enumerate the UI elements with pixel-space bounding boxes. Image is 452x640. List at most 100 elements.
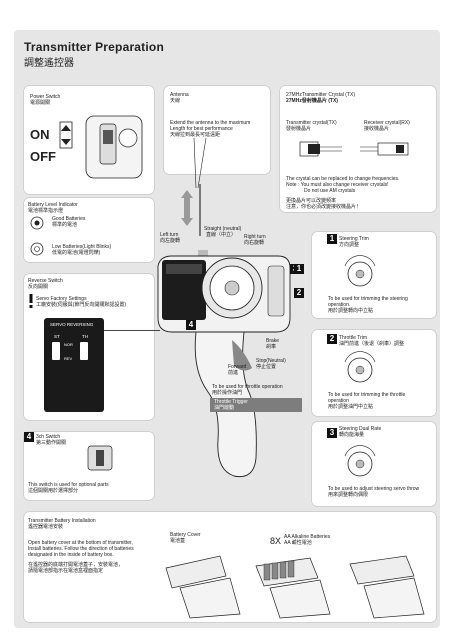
straight-label: Straight (neutral) [204, 226, 242, 232]
antenna-desc-2: Length for best performance [170, 126, 233, 132]
steering-trim-number: 1 [327, 234, 337, 244]
good-battery-icon [30, 216, 44, 230]
throttle-trim-desc-1: To be used for trimming the throttle [328, 392, 406, 398]
crystal-head-1: 27MHzTransmitter Crystal (TX) [286, 92, 355, 98]
neutral-label-zh: 停止位置 [256, 364, 277, 370]
low-battery-icon [30, 242, 44, 256]
low-battery-label: Low Batteries(Light Blinks) [52, 244, 112, 250]
steering-trim-desc-1: To be used for trimming the steering [328, 296, 408, 302]
servo-reversing-label: SERVO REVERSING [50, 322, 94, 327]
steering-trim-desc-zh: 用於調整轉向中立點 [328, 308, 374, 314]
ch3-title-zh: 第三動作開關 [36, 440, 67, 446]
servo-factory-label: Servo Factory Settings [36, 296, 87, 302]
page-subtitle: 調整遙控器 [24, 58, 74, 69]
throttle-trim-number: 2 [327, 334, 337, 344]
install-text-zh-2: 請隨電池部指示在電池盒裡面指定 [28, 568, 104, 574]
ch3-desc-zh: 這個開關用於選擇部分 [28, 488, 79, 494]
th-label: TH [82, 334, 88, 339]
ch3-desc: This switch is used for optional parts [28, 482, 109, 488]
throttle-trim-title: Throttle Trim [339, 335, 368, 341]
crystal-head-2: 27MHz發射機晶片 (TX) [286, 98, 338, 104]
good-battery-label-zh: 標準的電池 [52, 222, 78, 228]
forward-label-zh: 前進 [228, 370, 239, 376]
install-text-zh-1: 在遙控器的底端打開電池蓋子，安裝電池， [28, 562, 124, 568]
marker-4-on-device: 4 [186, 320, 196, 330]
battery-level-title: Battery Level Indicator [28, 202, 78, 208]
forward-label: Forward [228, 364, 247, 370]
aa-batteries-label-zh: AA 鹼性電池 [284, 540, 312, 546]
steering-trim-desc-2: operation. [328, 302, 351, 308]
marker-1-on-device: 1 [294, 264, 304, 274]
throttle-use-label-zh: 用於操作油門 [212, 390, 243, 396]
throttle-trim-desc-2: operation [328, 398, 349, 404]
dual-rate-number: 3 [327, 428, 337, 438]
reverse-switch-title: Reverse Switch [28, 278, 63, 284]
dual-rate-title: Steering Dual Rate [339, 426, 382, 432]
low-battery-label-zh: 低電的電池(電燈閃爍) [52, 250, 101, 256]
left-turn-label: Left turn [160, 232, 179, 238]
crystal-note-2: Note : You must also change receiver cry… [286, 182, 389, 188]
install-text-3: designated in the inside of battery box. [28, 552, 114, 558]
steering-trim-title-zh: 方向調整 [339, 242, 360, 248]
ch3-number: 4 [24, 432, 34, 442]
antenna-title-zh: 天線 [170, 98, 181, 104]
power-switch-illustration [59, 115, 143, 179]
power-on-label: ON [30, 127, 50, 142]
install-text-1: Open battery cover at the bottom of tran… [28, 540, 133, 546]
dual-rate-desc-1: To be used to adjust steering servo thro… [328, 486, 420, 492]
antenna-desc-1: Extend the antenna to the maximum [170, 120, 251, 126]
brake-label-zh: 剎車 [266, 344, 277, 350]
crystal-illustration [299, 141, 409, 157]
throttle-trim-title-zh: 油門前進（後退（剎車）調整 [339, 341, 405, 347]
crystal-rx-label: Receiver crystal(RX) [364, 120, 410, 126]
antenna-title: Antenna [170, 92, 189, 98]
power-switch-title-zh: 電源開關 [30, 100, 51, 106]
dual-rate-title-zh: 轉向能海量 [339, 432, 365, 438]
dual-rate-knob [344, 445, 376, 477]
right-turn-label-zh: 向右旋轉 [244, 240, 265, 246]
right-turn-label: Right turn [244, 234, 266, 240]
page-title: Transmitter Preparation [24, 40, 164, 54]
st-reverse-switch[interactable] [52, 342, 60, 360]
left-turn-label-zh: 向左旋轉 [160, 238, 181, 244]
battery-level-panel [24, 198, 154, 262]
install-text-2: Install batteries. Follow the direction … [28, 546, 134, 552]
crystal-note-zh-2: 注意，你也必須改變接收機晶片！ [286, 204, 362, 210]
crystal-note-3: Do not use AM crystals [304, 188, 356, 194]
neutral-label: Stop(Neutral) [256, 358, 286, 364]
antenna-desc-zh: 天線拉到最長可延遠距 [170, 132, 221, 138]
throttle-trigger-label-zh: 油門啟動 [214, 405, 235, 411]
crystal-rx-zh: 接收機晶片 [364, 126, 390, 132]
throttle-trim-panel [312, 330, 436, 416]
antenna-panel [164, 86, 270, 174]
battery-install-illustration [165, 555, 425, 619]
dual-rate-desc-zh: 用來調整轉向偶限 [328, 492, 369, 498]
crystal-tx-label: Transmitter crystal(TX) [286, 120, 337, 126]
aa-batteries-label: AA Alkaline Batteries [284, 534, 331, 540]
reverse-callout-line [104, 330, 160, 331]
marker-2-on-device: 2 [294, 288, 304, 298]
throttle-use-label: To be used for throttle operation [212, 384, 283, 390]
reverse-switch-title-zh: 反向開關 [28, 284, 49, 290]
install-title-zh: 遙控器電池安裝 [28, 524, 64, 530]
throttle-trim-knob [344, 351, 376, 383]
crystal-note-1: The crystal can be replaced to change fr… [286, 176, 400, 182]
throttle-trigger-label: Throttle Trigger [214, 399, 248, 405]
power-off-label: OFF [30, 149, 56, 164]
crystal-tx-zh: 發射機晶片 [286, 126, 312, 132]
steering-trim-knob [344, 255, 376, 287]
power-switch-title: Power Switch [30, 94, 61, 100]
warning-icon [29, 294, 33, 308]
battery-cover-label-zh: 電池蓋 [170, 538, 186, 544]
battery-level-title-zh: 電池標準指示燈 [28, 208, 64, 214]
antenna-arrows [181, 137, 207, 236]
good-battery-label: Good Batteries [52, 216, 86, 222]
th-reverse-switch[interactable] [80, 342, 88, 360]
steering-trim-panel [312, 232, 436, 318]
ch3-title: 3ch Switch [36, 434, 61, 440]
steering-trim-title: Steering Trim [339, 236, 369, 242]
servo-reversing-panel [44, 318, 104, 412]
brake-label: Brake [266, 338, 280, 344]
throttle-trigger-banner [210, 398, 302, 412]
throttle-trim-desc-zh: 用於調整油門中立點 [328, 404, 374, 410]
